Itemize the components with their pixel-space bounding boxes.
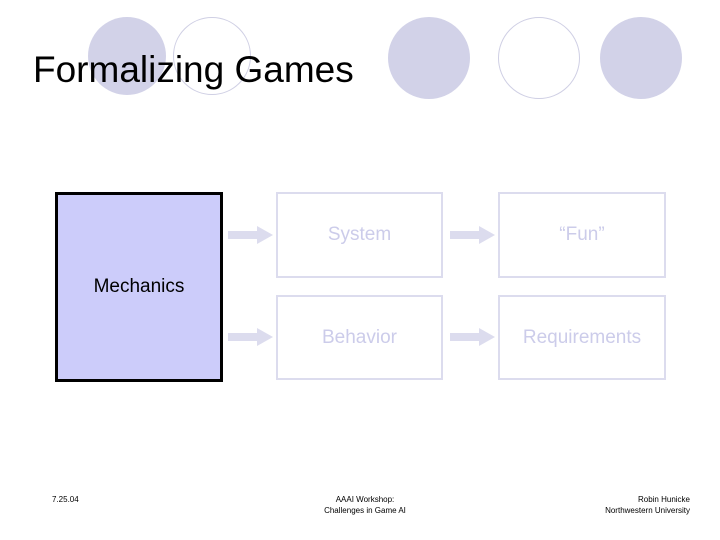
requirements-box-label: Requirements [522,326,642,348]
decor-circle-2-icon [173,17,251,95]
fun-box: “Fun” [498,192,666,278]
footer-author: Robin Hunicke Northwestern University [490,494,690,516]
decor-circle-3-icon [388,17,470,99]
footer-date: 7.25.04 [52,494,79,505]
footer-author-line-2: Northwestern University [605,506,690,515]
behavior-box-label: Behavior [322,326,397,348]
footer-event-line-2: Challenges in Game AI [324,506,406,515]
mechanics-box-label: Mechanics [93,276,185,297]
decor-circle-1-icon [88,17,166,95]
decor-circle-4-icon [498,17,580,99]
slide-title: Formalizing Games [33,49,354,90]
system-box-label: System [327,224,392,245]
footer-event: AAAI Workshop: Challenges in Game AI [240,494,490,516]
arrow-mechanics-to-behavior-icon [228,328,273,346]
footer-date-text: 7.25.04 [52,495,79,504]
arrow-system-to-fun-icon [450,226,495,244]
mechanics-box: Mechanics [55,192,223,382]
footer-author-line-1: Robin Hunicke [637,495,690,504]
system-box: System [276,192,443,278]
requirements-box: Requirements [498,295,666,380]
arrow-behavior-to-requirements-icon [450,328,495,346]
footer-event-line-1: AAAI Workshop: [335,495,395,504]
arrow-mechanics-to-system-icon [228,226,273,244]
fun-box-label: “Fun” [559,224,605,245]
decor-circle-5-icon [600,17,682,99]
behavior-box: Behavior [276,295,443,380]
